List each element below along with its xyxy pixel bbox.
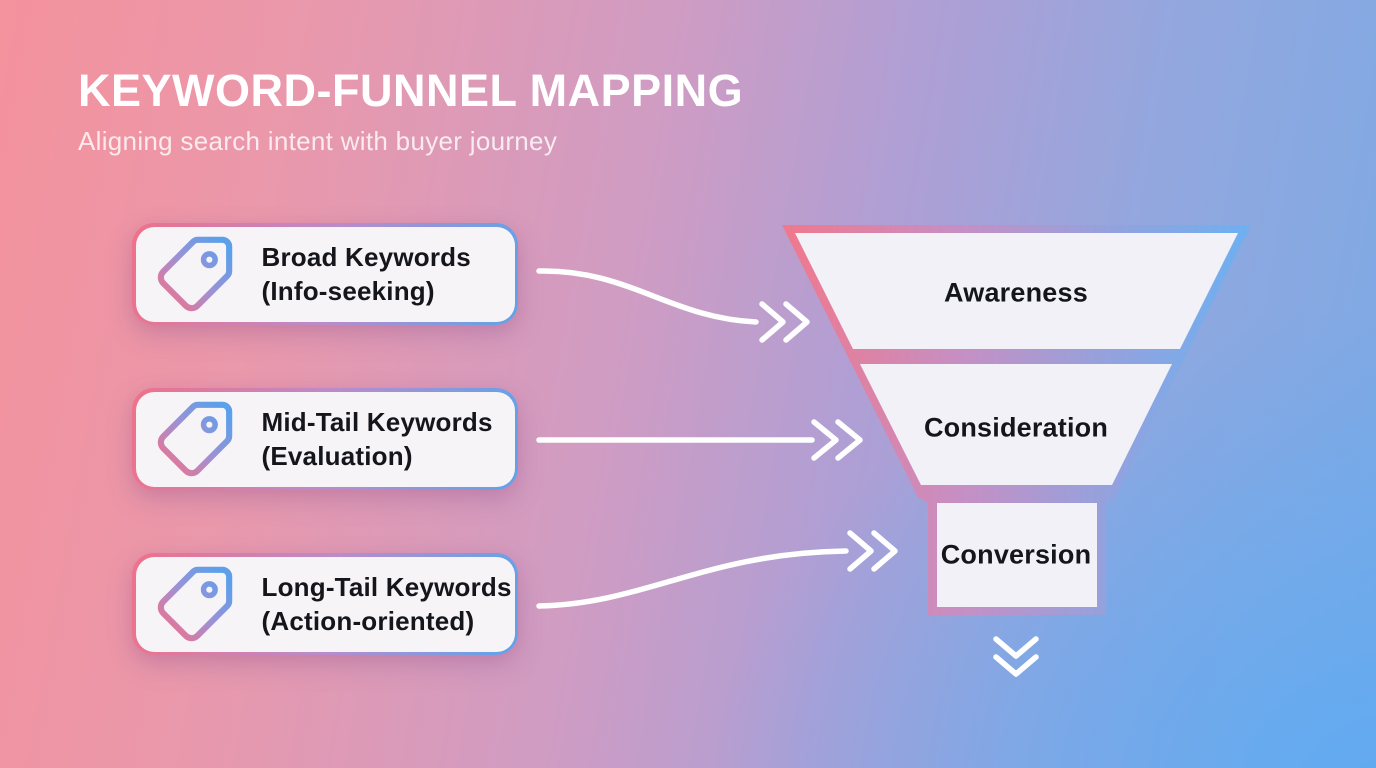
arrow-broad-to-awareness bbox=[536, 268, 810, 343]
tag-icon bbox=[157, 566, 232, 642]
card-label-line1: Broad Keywords bbox=[261, 242, 471, 272]
card-label-line2: (Action-oriented) bbox=[261, 606, 475, 636]
funnel-stage-consideration-label: Consideration bbox=[923, 412, 1109, 443]
header: KEYWORD-FUNNEL MAPPING Aligning search i… bbox=[78, 66, 743, 157]
card-label: Broad Keywords (Info-seeking) bbox=[262, 240, 471, 308]
tag-icon bbox=[157, 236, 232, 312]
card-label-line2: (Info-seeking) bbox=[261, 276, 435, 306]
keyword-card-mid-tail: Mid-Tail Keywords (Evaluation) bbox=[132, 388, 518, 490]
double-chevron-right-icon bbox=[759, 301, 786, 343]
funnel-stage-awareness-label: Awareness bbox=[944, 277, 1088, 308]
card-label: Long-Tail Keywords (Action-oriented) bbox=[262, 570, 512, 638]
keyword-card-broad: Broad Keywords (Info-seeking) bbox=[132, 223, 518, 325]
double-chevron-right-icon bbox=[811, 419, 839, 461]
card-label-line2: (Evaluation) bbox=[261, 441, 413, 471]
funnel-stage-conversion-label: Conversion bbox=[940, 539, 1092, 570]
page-subtitle: Aligning search intent with buyer journe… bbox=[78, 125, 558, 156]
card-label-line1: Mid-Tail Keywords bbox=[261, 407, 493, 437]
card-label: Mid-Tail Keywords (Evaluation) bbox=[262, 405, 493, 473]
card-label-line1: Long-Tail Keywords bbox=[261, 572, 512, 602]
tag-icon bbox=[157, 401, 232, 477]
double-chevron-down-icon bbox=[993, 636, 1039, 677]
keyword-card-long-tail: Long-Tail Keywords (Action-oriented) bbox=[132, 553, 518, 655]
arrow-long-tail-to-conversion bbox=[536, 530, 898, 609]
page-title: KEYWORD-FUNNEL MAPPING bbox=[78, 65, 744, 116]
arrow-mid-tail-to-consideration bbox=[536, 419, 863, 461]
double-chevron-right-icon bbox=[847, 530, 874, 572]
